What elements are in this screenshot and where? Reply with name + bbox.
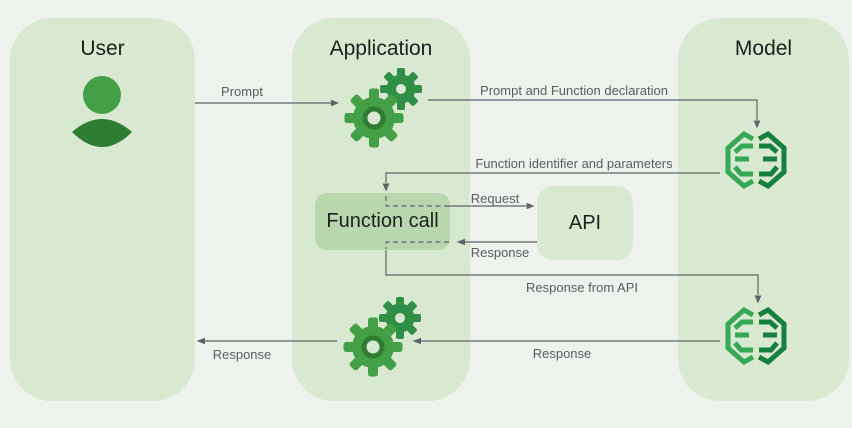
api-label: API: [568, 211, 602, 234]
arrow-prompt-and-function-declaration: [428, 99, 761, 129]
ai-brain-icon: [725, 130, 787, 190]
edge-label-prompt: Prompt: [221, 84, 263, 99]
lane-model-title: Model: [734, 37, 793, 60]
edge-label-prompt-and-function-declaration: Prompt and Function declaration: [480, 83, 668, 98]
edge-label-function-identifier-and-parameters: Function identifier and parameters: [475, 156, 673, 171]
arrow-user-response: [196, 337, 337, 345]
edge-label-model-response: Response: [532, 346, 592, 361]
arrow-function-identifier-and-parameters: [382, 172, 720, 192]
edge-label-response-from-api: Response from API: [526, 280, 638, 295]
arrow-api-response: [385, 238, 537, 249]
arrow-prompt: [195, 99, 339, 107]
arrow-request: [385, 196, 535, 210]
function-call-label: Function call: [326, 210, 439, 232]
gears-icon: [344, 68, 422, 148]
person-icon: [72, 76, 132, 147]
api-node: API: [537, 186, 633, 260]
ai-brain-icon: [725, 306, 787, 366]
edge-label-api-response: Response: [470, 245, 530, 260]
lane-user-title: User: [80, 37, 125, 60]
gears-icon: [343, 297, 421, 377]
arrow-response-from-api: [385, 250, 762, 304]
arrow-model-response: [412, 337, 720, 345]
edge-label-user-response: Response: [212, 347, 272, 362]
function-call-node: Function call: [315, 193, 450, 250]
edge-label-request: Request: [470, 191, 520, 206]
lane-application-title: Application: [329, 37, 433, 60]
